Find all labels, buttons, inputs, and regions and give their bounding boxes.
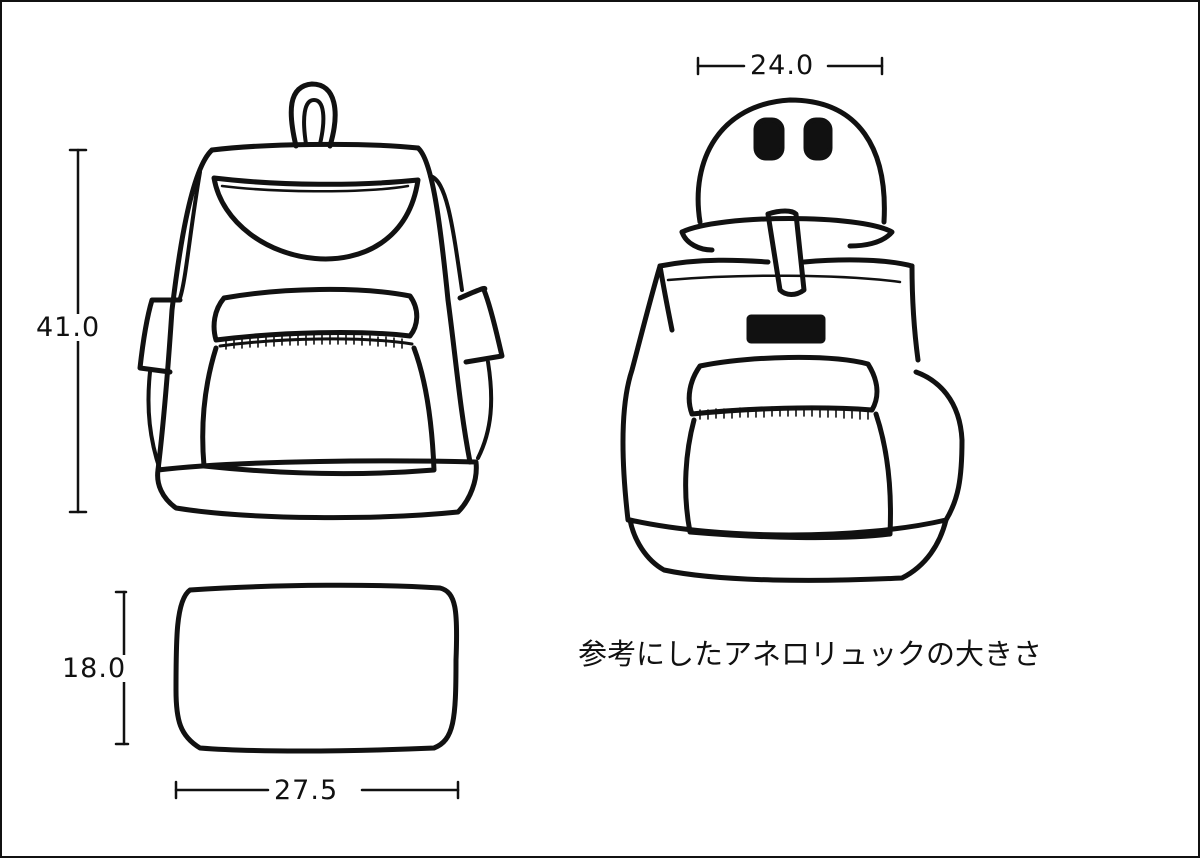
handle-hole-left [753, 117, 785, 161]
front-body-outline [155, 145, 473, 473]
brand-label-patch [746, 314, 826, 344]
hanging-loop [288, 81, 338, 149]
front-view-backpack [137, 81, 505, 521]
back-bottom-band [627, 517, 949, 583]
bottom-view-base [173, 582, 460, 754]
back-pocket-flap [686, 354, 880, 417]
back-pocket-body [683, 411, 893, 541]
back-center-strap [765, 208, 807, 297]
handle-hole-right [803, 117, 833, 161]
back-view-backpack [620, 97, 965, 583]
front-zipper-teeth [225, 334, 403, 350]
front-top-flap [211, 175, 421, 262]
top-width-dimension-line [696, 56, 884, 76]
back-zipper-teeth [699, 406, 869, 420]
back-head-panel [695, 97, 887, 225]
front-pocket-flap [211, 286, 420, 343]
bottom-width-label: 27.5 [270, 777, 343, 804]
bottom-width-dimension-line [174, 780, 460, 800]
caption-text: 参考にしたアネロリュックの大きさ [578, 637, 1043, 671]
top-width-label: 24.0 [746, 52, 819, 79]
front-pocket-body [200, 345, 437, 476]
height-label: 41.0 [36, 312, 101, 343]
front-right-side-pocket [457, 285, 505, 365]
back-left-side-pocket [620, 263, 663, 523]
depth-label: 18.0 [62, 653, 127, 684]
front-bottom-band [155, 458, 479, 521]
back-right-side-pocket [913, 369, 965, 523]
front-left-side-pocket [137, 297, 183, 375]
